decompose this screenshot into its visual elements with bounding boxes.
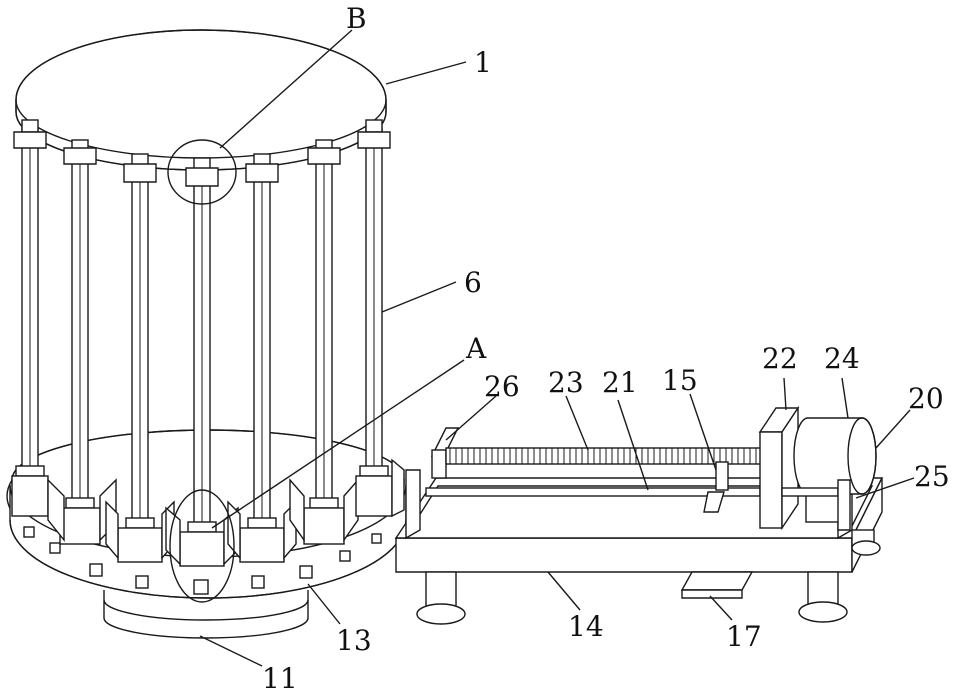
label-26: 26 (484, 370, 520, 403)
label-22: 22 (762, 342, 798, 375)
label-14: 14 (568, 610, 604, 643)
vertical-rods (22, 128, 382, 524)
label-24: 24 (824, 342, 860, 375)
label-15: 15 (662, 364, 698, 397)
label-1: 1 (474, 46, 492, 79)
label-21: 21 (602, 366, 638, 399)
label-25: 25 (914, 460, 950, 493)
label-13: 13 (336, 624, 372, 657)
label-b: B (346, 2, 367, 35)
label-20: 20 (908, 382, 944, 415)
label-23: 23 (548, 366, 584, 399)
label-11: 11 (262, 662, 298, 695)
label-17: 17 (726, 620, 762, 653)
bottom-block (682, 572, 752, 598)
label-6: 6 (464, 266, 482, 299)
label-a: A (465, 332, 487, 365)
